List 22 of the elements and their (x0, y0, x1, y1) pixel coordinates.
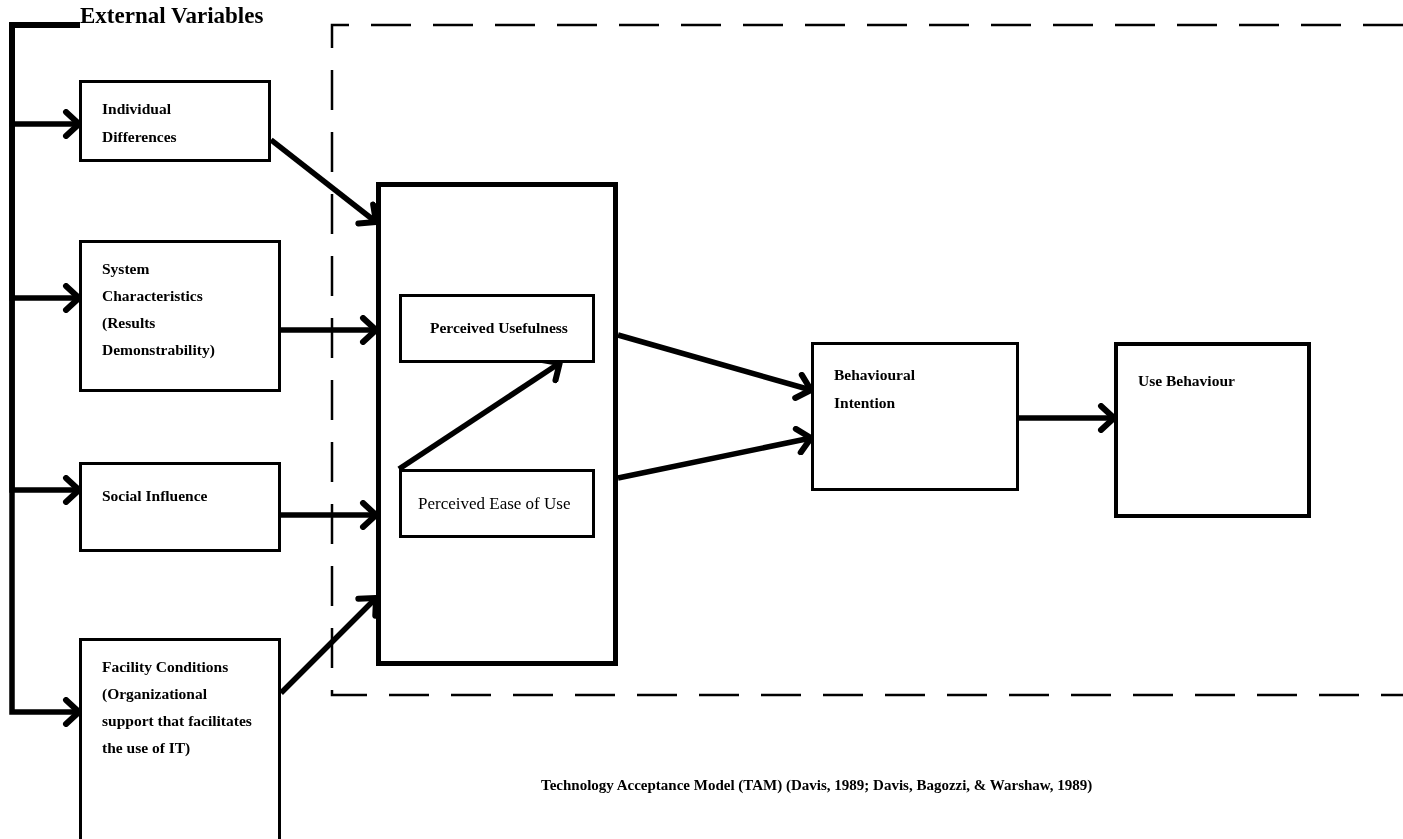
arrow (269, 137, 379, 227)
box-label: Perceived Usefulness (430, 318, 569, 338)
caption: Technology Acceptance Model (TAM) (Davis, 1989; Davis, Bagozzi, & Warshaw, 1989) (541, 776, 1093, 795)
process-box (399, 294, 595, 363)
process-box (1114, 342, 1311, 518)
arrow (281, 315, 379, 345)
box-label: Perceived Ease of Use (418, 493, 572, 515)
container-box (376, 182, 618, 666)
arrow (279, 595, 379, 695)
box-label: Facility Conditions (Organizational support that facilitates the use of IT) (102, 657, 253, 759)
box-label: Individual Differences (102, 99, 178, 147)
process-box (399, 469, 595, 538)
process-box (79, 80, 271, 162)
process-box (811, 342, 1019, 491)
box-label: Social Influence (102, 486, 209, 506)
box-label: Use Behaviour (1138, 371, 1236, 391)
process-box (79, 240, 281, 392)
process-box (79, 638, 281, 839)
box-label: System Characteristics (Results Demonstrability) (102, 259, 216, 361)
arrow (281, 500, 379, 530)
box-label: Behavioural Intention (834, 365, 916, 413)
process-box (79, 462, 281, 552)
